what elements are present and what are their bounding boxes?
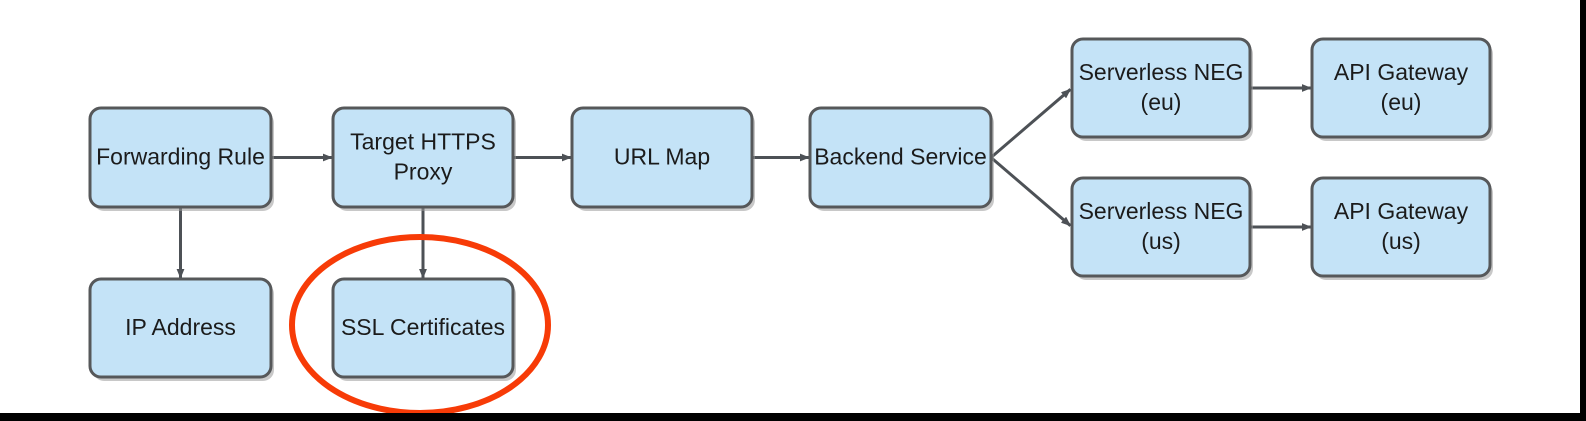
node-url-map[interactable]: URL Map bbox=[570, 106, 755, 211]
nodes-layer: Forwarding Rule Target HTTPS Proxy URL Map B… bbox=[88, 37, 1493, 381]
node-box[interactable] bbox=[88, 277, 273, 379]
node-label-line2: (eu) bbox=[1381, 89, 1422, 115]
node-box[interactable] bbox=[88, 106, 273, 209]
node-label-line2: (us) bbox=[1381, 228, 1421, 254]
node-ssl-certificates[interactable]: SSL Certificates bbox=[331, 277, 516, 381]
node-label: Forwarding Rule bbox=[96, 144, 265, 170]
edge-backend-to-neg-us bbox=[990, 156, 1072, 227]
edges-layer bbox=[176, 84, 1312, 279]
node-label-line1: Target HTTPS bbox=[350, 129, 496, 155]
node-label-line1: Serverless NEG bbox=[1079, 59, 1244, 85]
node-label-line2: (eu) bbox=[1141, 89, 1182, 115]
node-box[interactable] bbox=[808, 106, 993, 209]
node-label: Backend Service bbox=[814, 144, 987, 170]
node-box[interactable] bbox=[1070, 37, 1252, 139]
node-box[interactable] bbox=[331, 106, 515, 209]
node-serverless-neg-us[interactable]: Serverless NEG (us) bbox=[1070, 176, 1253, 280]
node-api-gateway-us[interactable]: API Gateway (us) bbox=[1310, 176, 1493, 280]
node-backend-service[interactable]: Backend Service bbox=[808, 106, 994, 211]
node-ip-address[interactable]: IP Address bbox=[88, 277, 274, 381]
node-label-line2: (us) bbox=[1141, 228, 1181, 254]
node-api-gateway-eu[interactable]: API Gateway (eu) bbox=[1310, 37, 1493, 141]
edge-backend-to-neg-eu bbox=[990, 88, 1072, 159]
highlight-ellipse-ssl-certificates bbox=[289, 234, 551, 413]
node-forwarding-rule[interactable]: Forwarding Rule bbox=[88, 106, 274, 211]
node-label-line1: API Gateway bbox=[1334, 198, 1469, 224]
node-box[interactable] bbox=[1310, 176, 1492, 278]
node-box[interactable] bbox=[331, 277, 515, 379]
node-label-line1: Serverless NEG bbox=[1079, 198, 1244, 224]
node-label: SSL Certificates bbox=[341, 314, 505, 340]
node-label-line2: Proxy bbox=[394, 159, 453, 185]
node-box[interactable] bbox=[1070, 176, 1252, 278]
node-label-line1: API Gateway bbox=[1334, 59, 1469, 85]
annotations-layer bbox=[289, 234, 551, 413]
node-label: IP Address bbox=[125, 314, 236, 340]
node-target-https-proxy[interactable]: Target HTTPS Proxy bbox=[331, 106, 516, 211]
node-box[interactable] bbox=[570, 106, 754, 209]
node-box[interactable] bbox=[1310, 37, 1492, 139]
node-serverless-neg-eu[interactable]: Serverless NEG (eu) bbox=[1070, 37, 1253, 141]
node-label: URL Map bbox=[614, 144, 710, 170]
